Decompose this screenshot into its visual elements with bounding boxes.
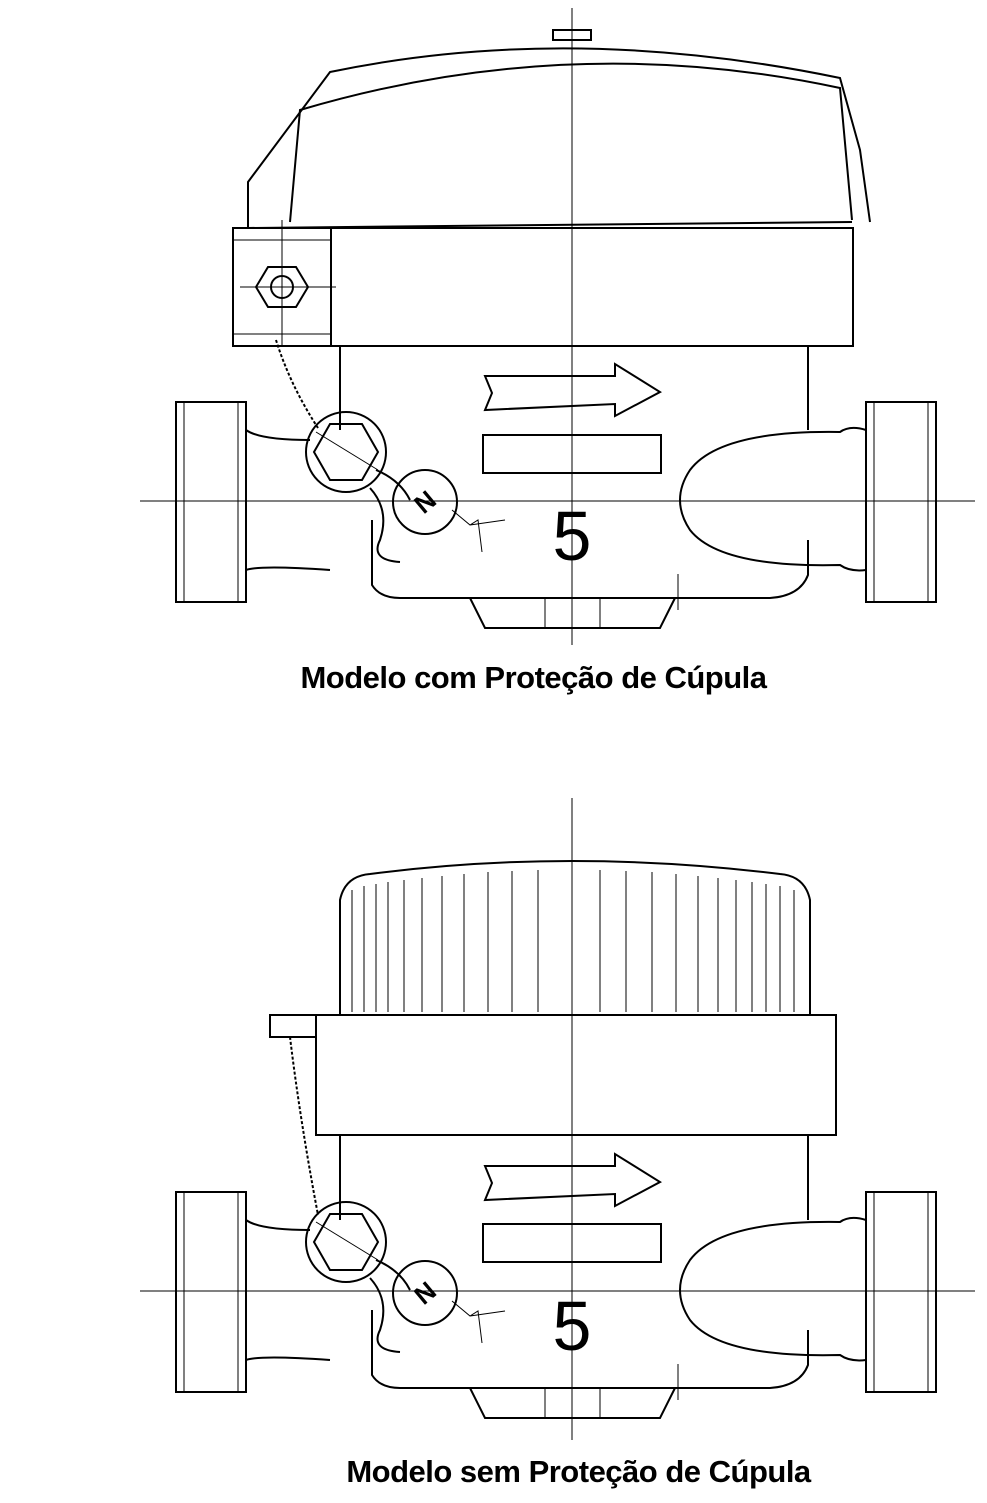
dome-protection-cover <box>247 47 871 228</box>
caption-without-dome-protection: Modelo sem Proteção de Cúpula <box>346 1454 811 1489</box>
bottom-plug <box>469 1387 676 1419</box>
dome-ribs <box>351 870 795 1012</box>
nameplate-slot <box>482 1223 662 1263</box>
lead-seal <box>392 469 458 535</box>
left-connection-nut <box>175 401 247 603</box>
right-connection-nut <box>865 1191 937 1393</box>
meter-with-dome-protection: N 5 <box>140 8 975 645</box>
size-digit: 5 <box>553 497 592 575</box>
ribbed-dome <box>339 860 811 1015</box>
lead-seal <box>392 1260 458 1326</box>
flow-direction-arrow <box>483 362 662 418</box>
cover-tab <box>552 29 592 41</box>
inlet-seal-cap <box>305 1201 387 1283</box>
flow-direction-arrow <box>483 1152 662 1208</box>
size-digit: 5 <box>553 1287 592 1365</box>
seal-letter: N <box>408 484 442 519</box>
nameplate-slot <box>482 434 662 474</box>
seal-wire <box>275 339 319 429</box>
inlet-seal-cap <box>305 411 387 493</box>
bottom-plug <box>469 597 676 629</box>
register-ring <box>315 1014 837 1136</box>
caption-with-dome-protection: Modelo com Proteção de Cúpula <box>300 660 767 695</box>
seal-lug <box>269 1014 317 1038</box>
left-connection-nut <box>175 1191 247 1393</box>
seal-letter: N <box>408 1275 442 1310</box>
right-connection-nut <box>865 401 937 603</box>
outlet-body <box>679 1216 867 1362</box>
seal-wire <box>289 1036 319 1216</box>
meter-without-dome-protection: N 5 <box>140 798 975 1440</box>
outlet-body <box>679 426 867 572</box>
